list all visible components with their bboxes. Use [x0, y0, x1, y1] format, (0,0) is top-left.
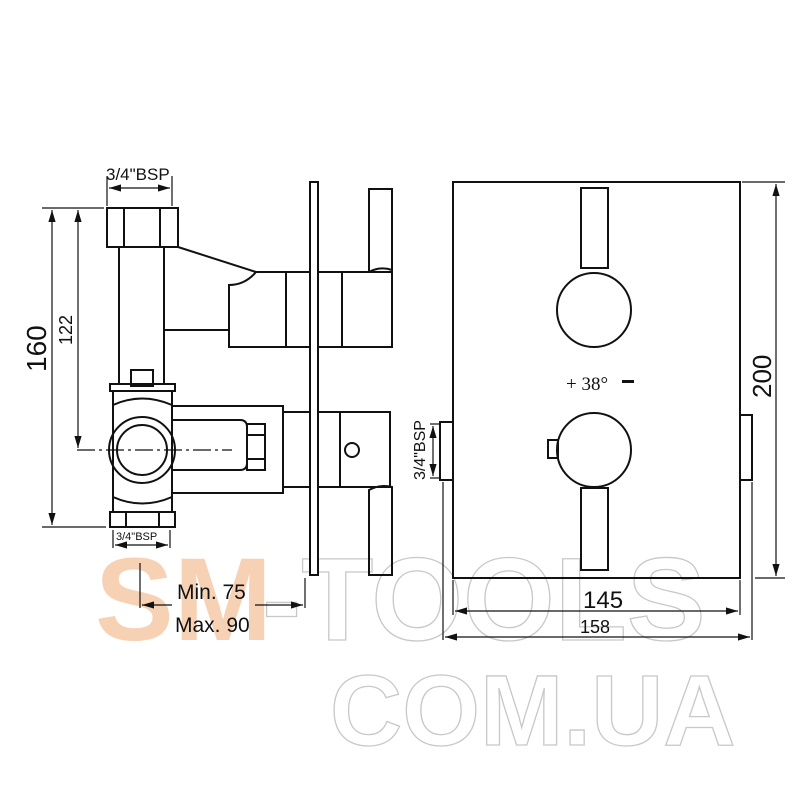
- front-view: + 38° 3/4"BSP: [412, 181, 753, 579]
- thread-bottom-label: 3/4"BSP: [116, 531, 157, 543]
- right-inlet: [739, 414, 753, 481]
- side-view: [77, 181, 393, 576]
- top-nut: [106, 207, 179, 248]
- watermark-brand: SM: [95, 534, 272, 666]
- watermark: SM -TOOLS COM.UA: [95, 533, 736, 767]
- minus-mark: [622, 380, 634, 383]
- watermark-tools: -TOOLS: [262, 534, 706, 666]
- lower-handle: [580, 487, 609, 571]
- height-200-label: 200: [747, 355, 777, 398]
- spindle: [130, 369, 154, 387]
- upper-knob: [556, 272, 632, 348]
- depth-min-label: Min. 75: [177, 581, 246, 604]
- upper-handle: [580, 187, 609, 269]
- width-158-label: 158: [580, 617, 610, 637]
- height-122-label: 122: [56, 315, 76, 345]
- cover-plate: [452, 181, 741, 579]
- temp-stop: [547, 439, 559, 459]
- wall-plate: [309, 181, 319, 576]
- left-inlet: [439, 421, 454, 481]
- lower-knob-front: [556, 412, 632, 488]
- front-dimensions: 200 145 158: [442, 181, 785, 641]
- side-dimensions: 3/4"BSP 3/4"BSP 160 122 Min. 75 Max. 90: [21, 165, 306, 637]
- width-145-label: 145: [583, 587, 623, 614]
- upper-lever: [368, 188, 393, 273]
- depth-max-label: Max. 90: [175, 614, 250, 637]
- temperature-label: + 38°: [566, 374, 608, 395]
- height-160-label: 160: [21, 325, 52, 372]
- bottom-nut: [109, 511, 176, 528]
- thread-side-label: 3/4"BSP: [412, 420, 429, 480]
- thread-top-label: 3/4"BSP: [106, 165, 170, 184]
- lower-knob: [339, 411, 391, 488]
- lower-lever: [368, 485, 393, 576]
- watermark-domain: COM.UA: [330, 655, 736, 767]
